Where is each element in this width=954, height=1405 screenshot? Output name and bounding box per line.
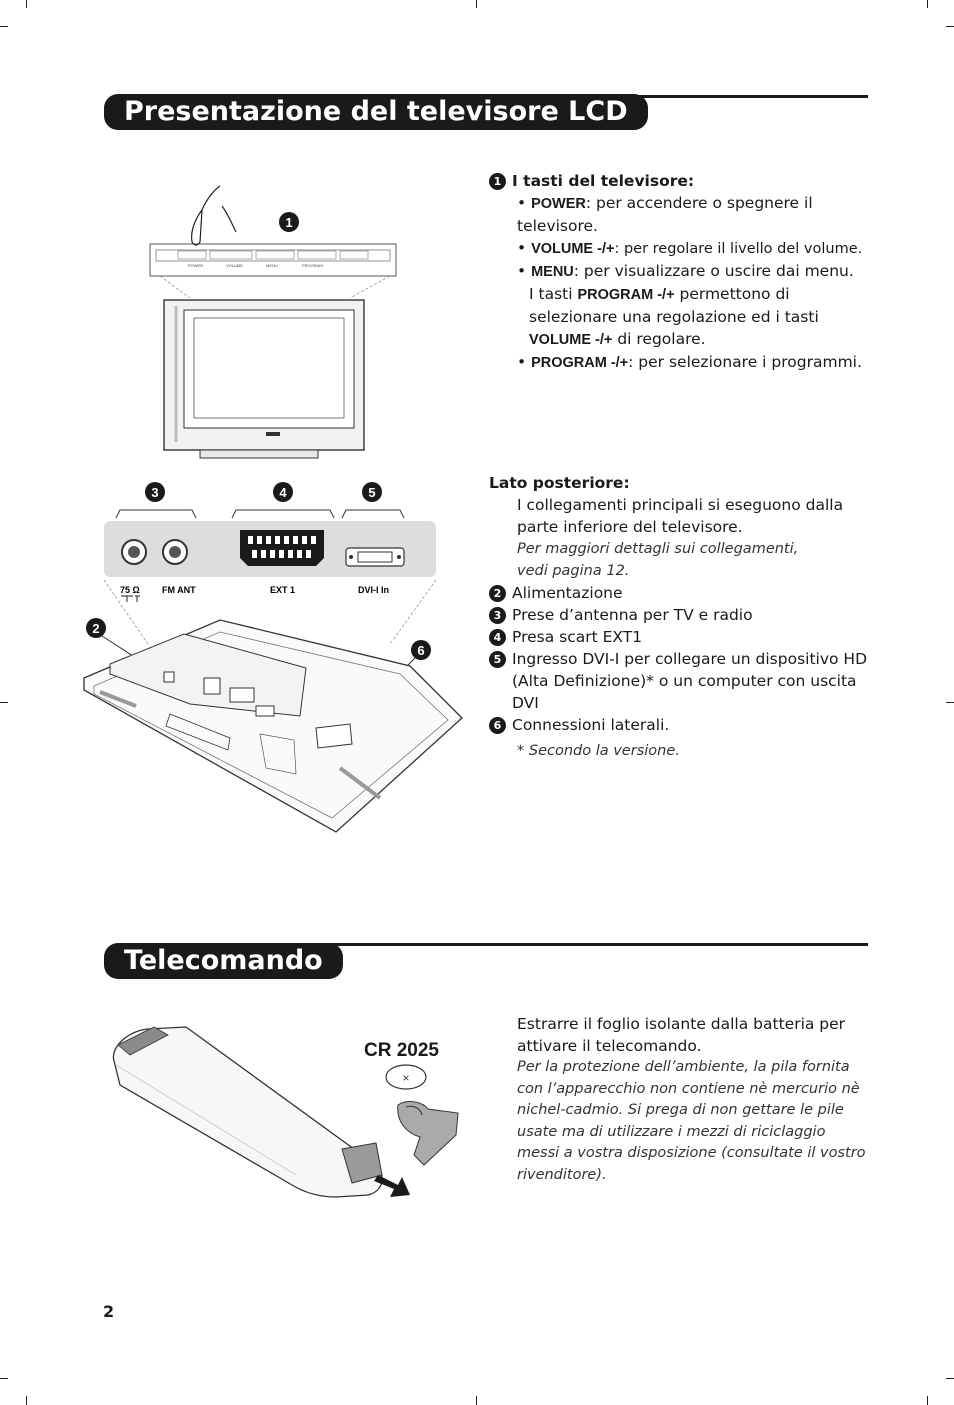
button-desc: : per visualizzare o uscire dai menu. [573, 262, 854, 280]
page-number: 2 [103, 1302, 115, 1321]
crop-mark [26, 0, 27, 8]
rear-item: Ingresso DVI-I per collegare un disposit… [512, 650, 868, 712]
section-rule [560, 95, 868, 98]
crop-mark [0, 702, 8, 703]
crop-mark [0, 1378, 8, 1379]
button-key: MENU [531, 264, 574, 280]
panel-label: MENU [266, 263, 278, 268]
footnote: * Secondo la versione. [517, 743, 680, 759]
button-key: VOLUME -/+ [531, 241, 615, 257]
menu-note-key: VOLUME -/+ [529, 332, 613, 348]
button-desc: : per selezionare i programmi. [628, 353, 862, 371]
callout-3: 3 [151, 485, 158, 500]
section-rule [300, 943, 868, 946]
crop-mark [476, 0, 477, 8]
button-desc: : per accendere o spegnere il televisore… [517, 194, 813, 235]
menu-note: permettono di selezionare una regolazion… [529, 285, 819, 326]
battery-label: CR 2025 [364, 1040, 439, 1061]
menu-note-key: PROGRAM -/+ [577, 287, 675, 303]
crop-mark [946, 26, 954, 27]
connector-label: EXT 1 [270, 585, 295, 595]
remote-instruction: Estrarre il foglio isolante dalla batter… [517, 1015, 846, 1055]
rear-heading: Lato posteriore: [489, 474, 630, 492]
crop-mark [946, 702, 954, 703]
bullet-4: 4 [489, 629, 506, 646]
crop-mark [0, 26, 8, 27]
crop-mark [946, 1378, 954, 1379]
crop-mark [927, 1396, 928, 1405]
panel-label: PROGRAM [302, 263, 323, 268]
svg-text:×: × [402, 1071, 409, 1085]
rear-item: Presa scart EXT1 [512, 628, 643, 646]
section-title-remote: Telecomando [104, 943, 343, 979]
rear-item: Connessioni laterali. [512, 716, 670, 734]
remote-section: Estrarre il foglio isolante dalla batter… [517, 1013, 867, 1186]
crop-mark [26, 1396, 27, 1405]
callout-6: 6 [417, 643, 424, 658]
panel-label: POWER [188, 263, 203, 268]
button-key: POWER [531, 196, 586, 212]
connector-label: DVI-I In [358, 585, 389, 595]
rear-item: Prese d’antenna per TV e radio [512, 606, 753, 624]
rear-text: I collegamenti principali si eseguono da… [517, 496, 844, 536]
buttons-heading: I tasti del televisore: [512, 172, 695, 190]
menu-note: di regolare. [612, 330, 706, 348]
menu-note: I tasti [529, 285, 578, 303]
button-desc: : per regolare il livello del volume. [614, 241, 863, 257]
callout-2: 2 [92, 621, 99, 636]
crop-mark [927, 0, 928, 8]
panel-label: VOLUME [226, 263, 243, 268]
crop-mark [476, 1396, 477, 1405]
callout-4: 4 [279, 485, 287, 500]
rear-note: Per maggiori dettagli sui collegamenti, … [517, 541, 799, 579]
callout-5: 5 [368, 485, 375, 500]
bullet-3: 3 [489, 607, 506, 624]
rear-item: Alimentazione [512, 584, 623, 602]
bullet-6: 6 [489, 717, 506, 734]
rear-side-section: Lato posteriore: I collegamenti principa… [489, 472, 869, 762]
button-key: PROGRAM -/+ [531, 355, 629, 371]
connector-label: FM ANT [162, 585, 196, 595]
tv-rear-diagram: 3 4 5 75 Ω FM ANT EXT 1 DVI-I In 2 6 [83, 482, 463, 833]
connector-label: 75 Ω [120, 585, 140, 595]
section-title-tv: Presentazione del televisore LCD [104, 94, 648, 130]
callout-1: 1 [285, 215, 292, 230]
remote-diagram: CR 2025 × [112, 1026, 459, 1198]
bullet-5: 5 [489, 651, 506, 668]
bullet-1: 1 [489, 173, 506, 190]
bullet-2: 2 [489, 585, 506, 602]
tv-front-diagram: POWER VOLUME MENU PROGRAM 1 [149, 185, 397, 459]
environment-note: Per la protezione dell’ambiente, la pila… [517, 1059, 866, 1183]
